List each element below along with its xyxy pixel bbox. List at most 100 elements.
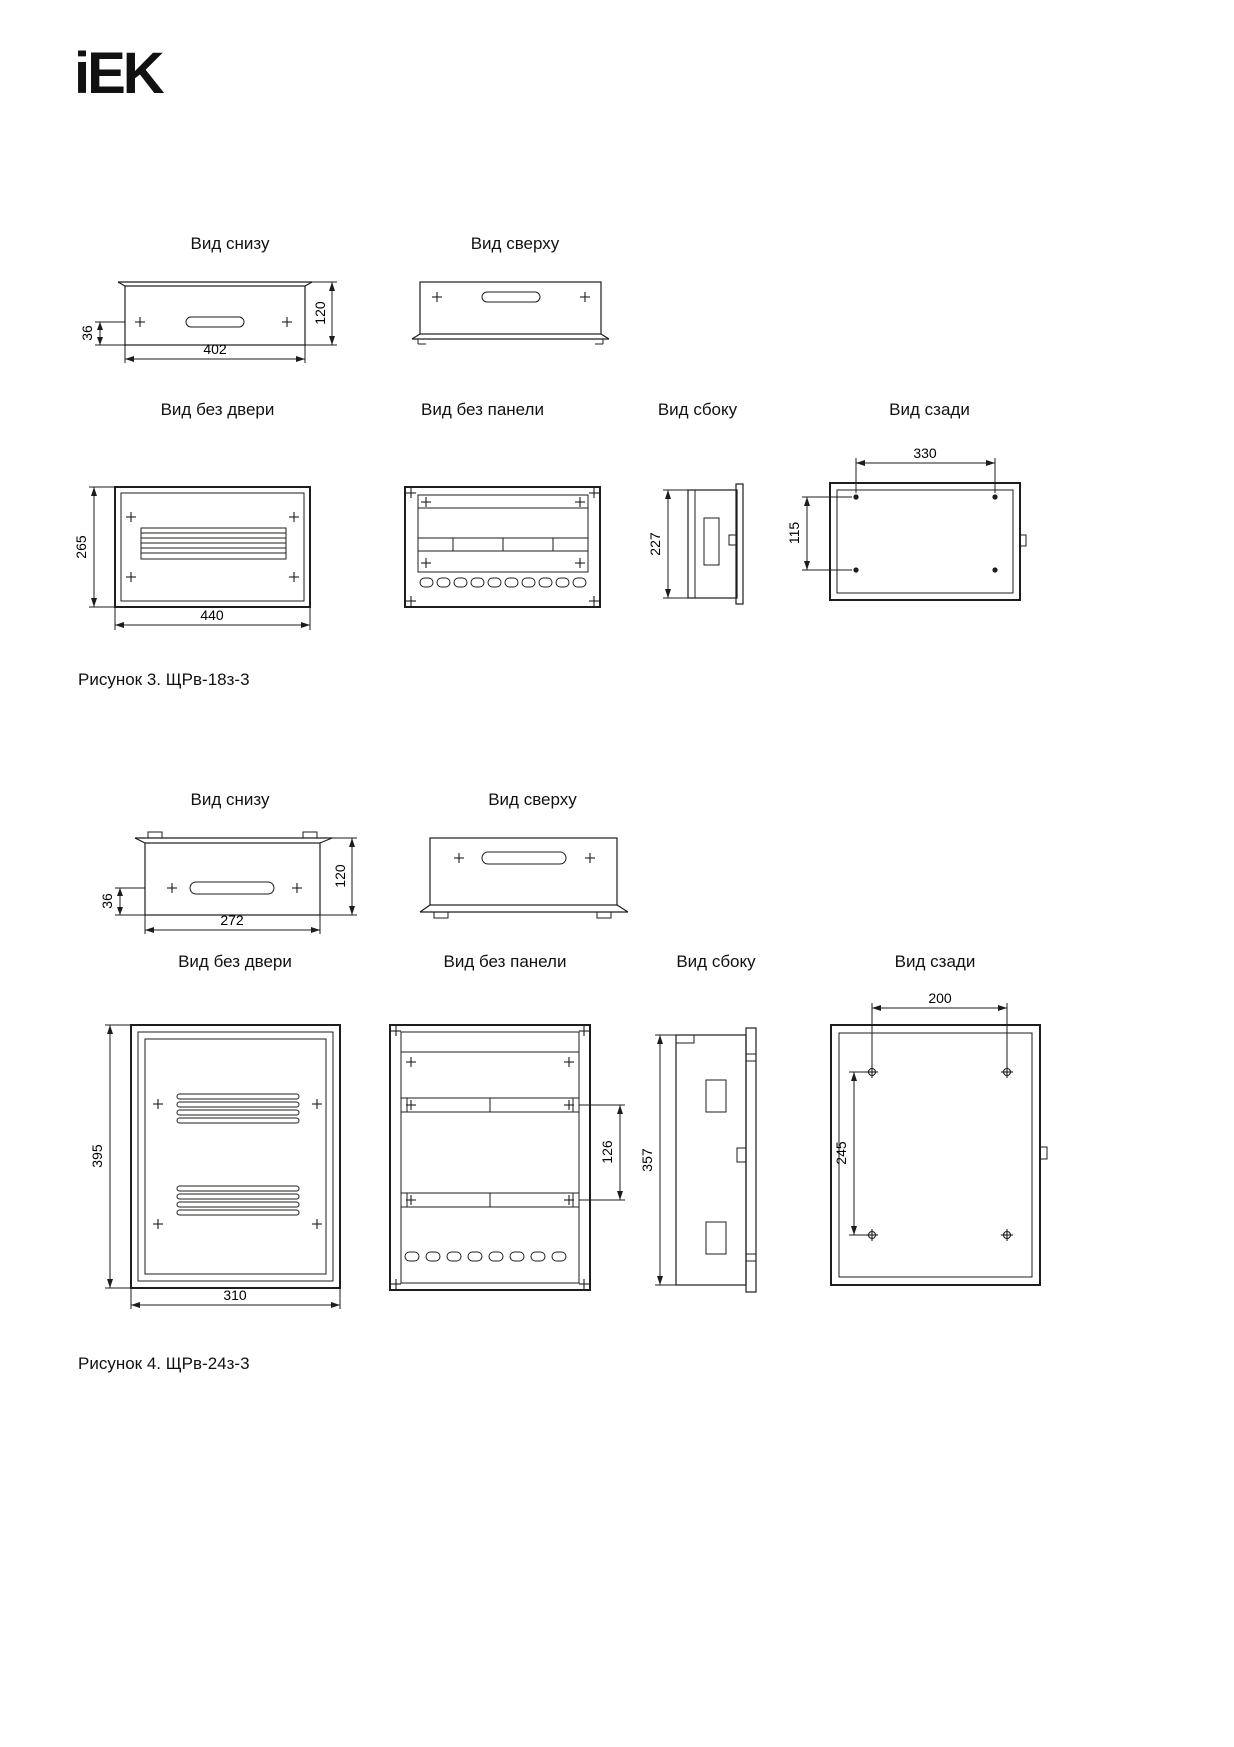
cable-slot bbox=[189, 881, 275, 895]
fig3-rear-view-title: Вид сзади bbox=[889, 400, 970, 419]
lock-detail bbox=[728, 534, 737, 546]
fig3-nopanel-view-drawing bbox=[404, 486, 601, 608]
screw-marks bbox=[167, 883, 302, 893]
mount-hole bbox=[992, 494, 998, 500]
fig3-nodoor-body bbox=[114, 486, 311, 608]
cable-slot bbox=[481, 291, 541, 303]
handle-slot bbox=[705, 1079, 727, 1113]
screw-marks bbox=[432, 292, 590, 302]
fig4-top-view-title: Вид сверху bbox=[488, 790, 577, 809]
fig4-top-view-drawing bbox=[419, 837, 629, 919]
fig4-bottom-view-drawing: 36 272 120 bbox=[99, 831, 357, 934]
dim-label-402: 402 bbox=[203, 341, 227, 357]
screw-marks bbox=[406, 488, 599, 606]
fig3-top-body bbox=[411, 281, 610, 345]
fig4-nopanel-dim-rail-gap: 126 bbox=[579, 1104, 625, 1201]
fig4-side-body bbox=[675, 1027, 757, 1293]
screw-marks bbox=[126, 512, 299, 582]
fig3-bottom-view-drawing: 36 402 120 bbox=[79, 281, 337, 363]
fig4-rear-body bbox=[830, 1024, 1048, 1286]
fig4-bottom-body bbox=[134, 831, 333, 916]
fig4-nodoor-view-title: Вид без двери bbox=[178, 952, 292, 971]
fig3-rear-body bbox=[829, 482, 1027, 601]
louvre-group-2 bbox=[176, 1185, 300, 1216]
fig4-bottom-dim-offset: 36 bbox=[99, 887, 145, 916]
mount-hole bbox=[992, 567, 998, 573]
fig4-rear-dim-mount-height: 245 bbox=[833, 1071, 868, 1236]
fig3-rear-dim-mount-width: 330 bbox=[855, 445, 996, 493]
louvre-group-1 bbox=[176, 1093, 300, 1124]
fig4-side-dim-height: 357 bbox=[639, 1034, 676, 1286]
fig3-side-dim-height: 227 bbox=[647, 489, 688, 599]
lock-detail bbox=[1039, 1146, 1048, 1160]
handle-slot bbox=[705, 1221, 727, 1255]
dim-label-265: 265 bbox=[73, 535, 89, 559]
fig4-nopanel-body bbox=[389, 1024, 591, 1291]
fig4-bottom-dim-width: 272 bbox=[144, 912, 321, 934]
dim-label-245: 245 bbox=[833, 1141, 849, 1165]
fig4-nodoor-body bbox=[130, 1024, 341, 1289]
fig3-top-view-drawing bbox=[411, 281, 610, 345]
dim-label-310: 310 bbox=[223, 1287, 247, 1303]
fig3-top-view-title: Вид сверху bbox=[470, 234, 560, 253]
vent-holes bbox=[404, 1251, 567, 1262]
fig4-rear-view-drawing: 200 245 bbox=[830, 990, 1048, 1286]
mount-hole bbox=[853, 567, 859, 573]
dim-label-330: 330 bbox=[913, 445, 937, 461]
fig3-rear-view-drawing: 330 115 bbox=[786, 445, 1027, 601]
figure4-caption: Рисунок 4. ЩРв-24з-3 bbox=[78, 1354, 250, 1373]
fig4-nopanel-view-drawing: 126 bbox=[389, 1024, 625, 1291]
mounting-plate bbox=[417, 494, 589, 573]
fig4-side-view-title: Вид сбоку bbox=[676, 952, 756, 971]
fig4-bottom-dim-depth: 120 bbox=[320, 837, 357, 916]
cable-slot bbox=[185, 316, 245, 328]
fig3-nopanel-body bbox=[404, 486, 601, 608]
fig3-nodoor-dim-width: 440 bbox=[114, 607, 311, 630]
din-rail-2 bbox=[401, 1192, 579, 1208]
screw-marks bbox=[391, 1026, 589, 1289]
screw-marks bbox=[153, 1099, 322, 1229]
fig3-side-body bbox=[687, 483, 744, 605]
fig3-bottom-body bbox=[117, 281, 313, 346]
dim-label-126: 126 bbox=[599, 1140, 615, 1164]
dim-label-36: 36 bbox=[99, 893, 115, 909]
fig3-nodoor-dim-height: 265 bbox=[73, 486, 115, 608]
screw-marks bbox=[135, 317, 292, 327]
dim-label-120: 120 bbox=[332, 864, 348, 888]
dim-label-395: 395 bbox=[89, 1144, 105, 1168]
fig3-bottom-view-title: Вид снизу bbox=[190, 234, 270, 253]
wall-flange bbox=[745, 1027, 757, 1293]
fig4-nodoor-dim-width: 310 bbox=[130, 1287, 341, 1309]
vent-holes bbox=[419, 577, 587, 588]
dim-label-272: 272 bbox=[220, 912, 244, 928]
fig3-bottom-dim-width: 402 bbox=[124, 341, 306, 363]
fig3-nodoor-view-title: Вид без двери bbox=[160, 400, 275, 419]
fig3-bottom-dim-depth: 120 bbox=[305, 281, 337, 346]
iek-logo: iEK bbox=[74, 41, 165, 106]
mount-holes bbox=[866, 1066, 1013, 1241]
fig4-rear-dim-mount-width: 200 bbox=[871, 990, 1008, 1066]
fig4-rear-view-title: Вид сзади bbox=[894, 952, 976, 971]
fig3-nodoor-view-drawing: 265 440 bbox=[73, 486, 311, 630]
fig3-nopanel-view-title: Вид без панели bbox=[421, 400, 544, 419]
fig3-bottom-dim-offset: 36 bbox=[79, 321, 125, 346]
fig4-top-body bbox=[419, 837, 629, 919]
dim-label-440: 440 bbox=[200, 607, 224, 623]
figure3-caption: Рисунок 3. ЩРв-18з-3 bbox=[78, 670, 250, 689]
fig3-side-view-title: Вид сбоку bbox=[657, 400, 738, 419]
fig4-bottom-view-title: Вид снизу bbox=[190, 790, 270, 809]
cable-slot bbox=[481, 851, 567, 865]
dim-label-200: 200 bbox=[928, 990, 952, 1006]
fig4-nopanel-view-title: Вид без панели bbox=[443, 952, 567, 971]
lock-detail bbox=[1019, 534, 1027, 547]
fig3-side-view-drawing: 227 bbox=[647, 483, 744, 605]
lock-detail bbox=[736, 1147, 747, 1163]
fig4-nodoor-view-drawing: 395 310 bbox=[89, 1024, 341, 1309]
dim-label-36: 36 bbox=[79, 325, 95, 341]
din-rail-1 bbox=[401, 1097, 579, 1113]
fig4-side-view-drawing: 357 bbox=[639, 1027, 757, 1293]
fig3-rear-dim-mount-height: 115 bbox=[786, 496, 852, 571]
fig4-nodoor-dim-height: 395 bbox=[89, 1024, 131, 1289]
mount-hole bbox=[853, 494, 859, 500]
